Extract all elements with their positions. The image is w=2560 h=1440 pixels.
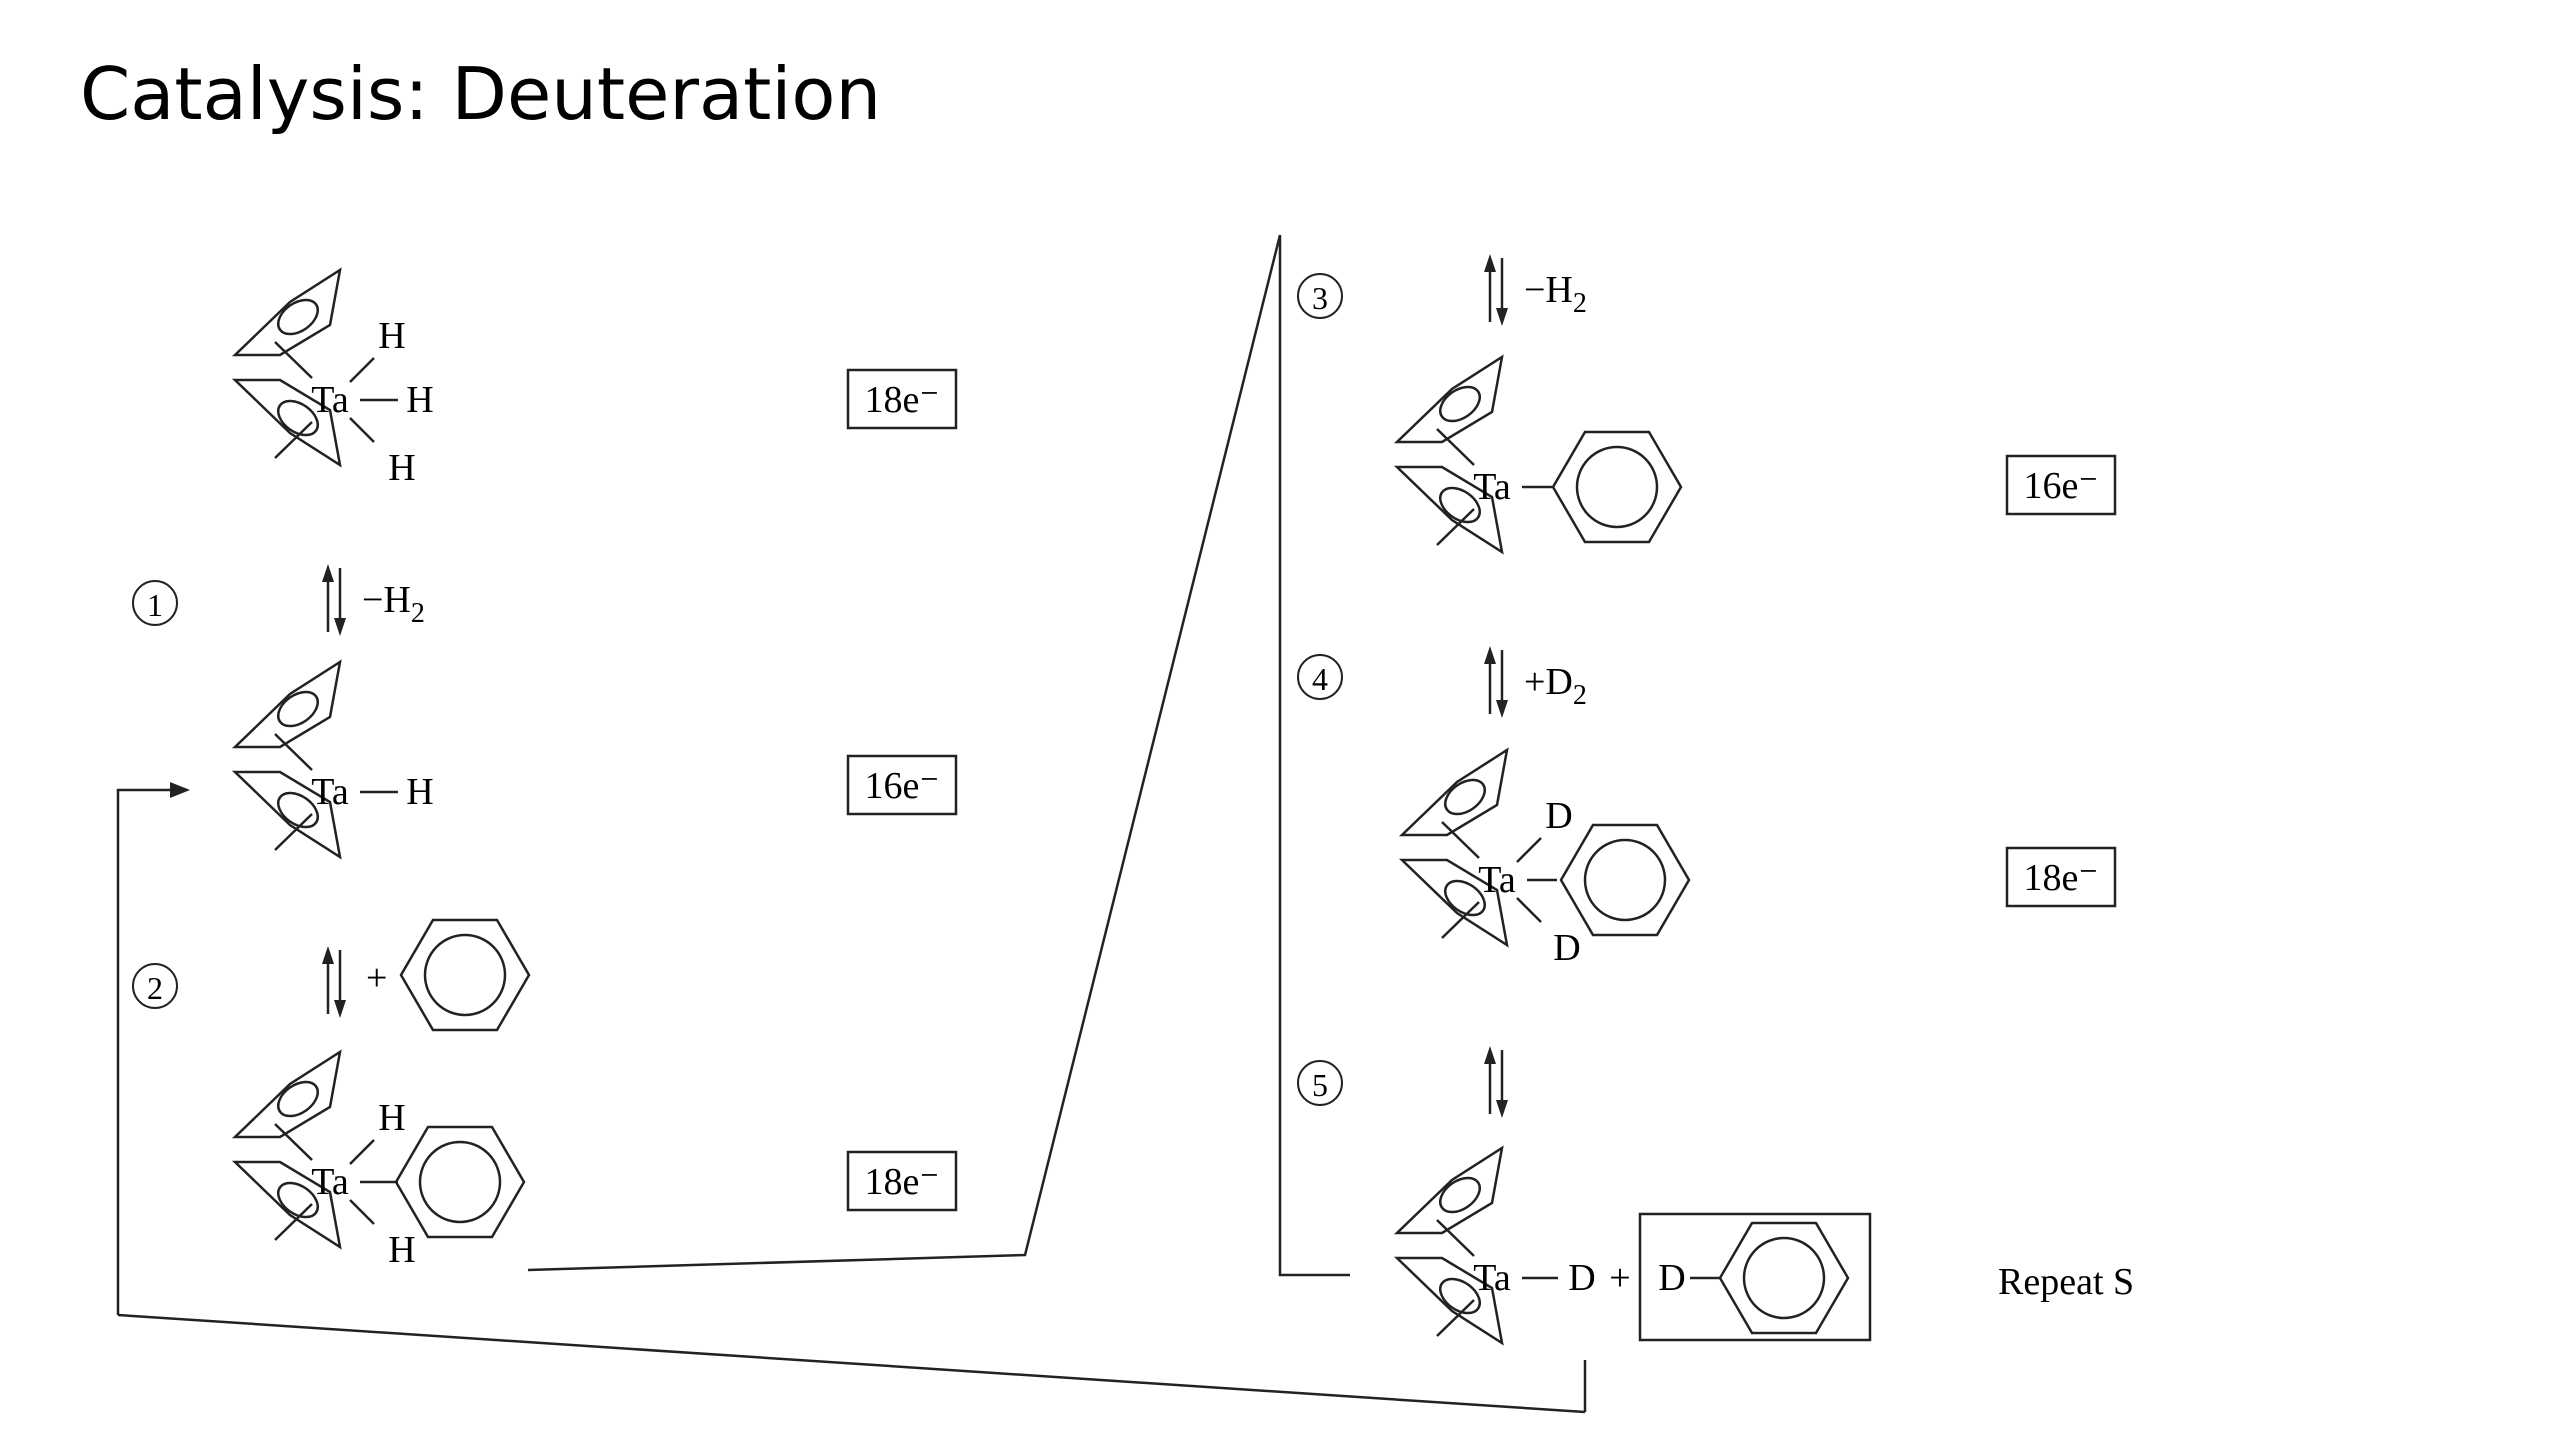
- step-number: 4: [1312, 661, 1328, 697]
- step-4: 4 +D2: [1297, 644, 1587, 720]
- hydride-label: H: [406, 771, 433, 813]
- hydride-label: H: [378, 1097, 405, 1139]
- step-number: 2: [147, 970, 163, 1006]
- deuteride-label: D: [1553, 927, 1580, 969]
- cp2taph-complex: Ta: [1397, 357, 1683, 552]
- metal-label: Ta: [1473, 1257, 1511, 1299]
- hydride-label: H: [388, 1229, 415, 1271]
- hydride-label: H: [388, 447, 415, 489]
- step-number: 1: [147, 587, 163, 623]
- deuteride-label: D: [1545, 795, 1572, 837]
- deuterobenzene-product: D: [1638, 1212, 1872, 1342]
- svg-text:16e⁻: 16e⁻: [2024, 465, 2099, 507]
- cycle-return-arrow: [116, 782, 1587, 1414]
- cp2tah2ph-complex: Ta H H: [235, 1052, 526, 1271]
- step-number: 3: [1312, 280, 1328, 316]
- step-reagent: +: [366, 957, 387, 999]
- step-reagent: +D2: [1524, 661, 1587, 711]
- electron-count-e: 18e⁻: [2005, 846, 2117, 908]
- step-3: 3 −H2: [1297, 252, 1587, 328]
- electron-count-d: 16e⁻: [2005, 454, 2117, 516]
- step-2: 2 +: [132, 918, 531, 1032]
- step-1: 1 −H2: [132, 562, 425, 638]
- svg-text:18e⁻: 18e⁻: [865, 1161, 940, 1203]
- electron-count-a: 18e⁻: [846, 368, 958, 430]
- cp2tad2ph-complex: Ta D D: [1402, 750, 1691, 969]
- cp2tad-complex: Ta D +: [1397, 1148, 1631, 1343]
- hydride-label: H: [406, 379, 433, 421]
- electron-count-b: 16e⁻: [846, 754, 958, 816]
- metal-label: Ta: [311, 1161, 349, 1203]
- metal-label: Ta: [1478, 859, 1516, 901]
- benzene-reagent: [399, 918, 531, 1032]
- zoom-connector: [527, 234, 1350, 1277]
- metal-label: Ta: [311, 771, 349, 813]
- electron-count-c: 18e⁻: [846, 1150, 958, 1212]
- cp2tah3-complex: Ta H H H: [235, 270, 434, 489]
- step-reagent: −H2: [362, 579, 425, 629]
- plus-sign: +: [1609, 1257, 1630, 1299]
- metal-label: Ta: [1473, 466, 1511, 508]
- slide-title: Catalysis: Deuteration: [80, 52, 882, 136]
- metal-label: Ta: [311, 379, 349, 421]
- step-5: 5: [1297, 1044, 1510, 1120]
- deuteride-label: D: [1568, 1257, 1595, 1299]
- step-reagent: −H2: [1524, 269, 1587, 319]
- hydride-label: H: [378, 315, 405, 357]
- cp2tah-complex: Ta H: [235, 662, 434, 857]
- repeat-label: Repeat S: [1998, 1261, 2134, 1303]
- svg-text:18e⁻: 18e⁻: [865, 379, 940, 421]
- svg-text:18e⁻: 18e⁻: [2024, 857, 2099, 899]
- svg-text:16e⁻: 16e⁻: [865, 765, 940, 807]
- deuteride-label: D: [1658, 1257, 1685, 1299]
- step-number: 5: [1312, 1067, 1328, 1103]
